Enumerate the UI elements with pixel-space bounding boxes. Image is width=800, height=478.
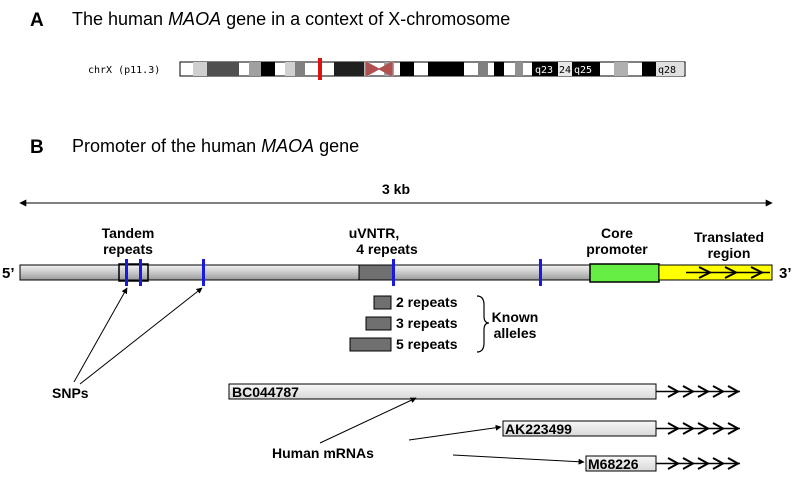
translated-region-label-line1: Translated — [694, 229, 764, 245]
uvntr-label-line2: 4 repeats — [356, 241, 418, 257]
snp-markers — [125, 259, 542, 286]
allele-3-repeats-label: 3 repeats — [396, 315, 458, 331]
chromosome-ideogram: q23 24 q25 q28 — [179, 58, 686, 80]
tandem-repeats-box — [118, 263, 149, 282]
human-mrnas-label: Human mRNAs — [272, 445, 374, 461]
uvntr-label-line1: uVNTR, — [349, 225, 400, 241]
allele-5-repeats-label: 5 repeats — [396, 336, 458, 352]
core-promoter-label-line1: Core — [601, 225, 633, 241]
five-prime-end-label: 5’ — [2, 265, 15, 282]
panel-b: B Promoter of the human MAOA gene 3 kb T… — [2, 136, 792, 472]
panel-a-letter: A — [30, 10, 44, 31]
centromere-shape — [365, 61, 393, 77]
allele-5-repeats-box — [349, 337, 392, 352]
mrna-bc044787: BC044787 — [228, 383, 741, 400]
known-alleles-label-line2: alleles — [494, 325, 537, 341]
snp-marker — [202, 259, 205, 286]
uvntr-box — [358, 264, 394, 281]
scale-label: 3 kb — [382, 181, 410, 197]
mrna-m68226: M68226 — [585, 455, 741, 472]
tandem-repeats-label-line2: repeats — [103, 241, 153, 257]
mrna-ak223499: AK223499 — [502, 420, 741, 437]
snp-marker — [539, 259, 542, 286]
translated-region-label-line2: region — [708, 245, 751, 261]
core-promoter-box — [589, 263, 660, 283]
snp-pointer-arrow — [73, 287, 128, 383]
mrna-pointer-arrow — [452, 454, 585, 465]
allele-3-repeats-box — [365, 316, 392, 331]
allele-2-repeats-label: 2 repeats — [396, 294, 458, 310]
known-alleles: 2 repeats 3 repeats 5 repeats Known alle… — [349, 294, 539, 353]
tandem-repeats-label-line1: Tandem — [102, 225, 155, 241]
panel-a: A The human MAOA gene in a context of X-… — [30, 9, 686, 80]
core-promoter-label-line2: promoter — [586, 241, 648, 257]
known-alleles-label-line1: Known — [492, 309, 539, 325]
snp-marker — [125, 259, 128, 286]
band-label-q25: q25 — [574, 65, 592, 76]
snp-marker — [392, 259, 395, 286]
snp-pointer-arrow — [79, 287, 203, 385]
panel-a-title: The human MAOA gene in a context of X-ch… — [72, 9, 510, 29]
maoa-location-marker — [318, 58, 322, 80]
mrna-label: BC044787 — [232, 384, 299, 400]
snp-marker — [139, 259, 142, 286]
mrna-label: M68226 — [588, 456, 639, 472]
mrna-label: AK223499 — [505, 421, 572, 437]
panel-b-title: Promoter of the human MAOA gene — [72, 136, 359, 156]
band-label-24: 24 — [559, 65, 571, 76]
mrna-pointer-arrow — [408, 424, 502, 441]
chromosome-label: chrX (p11.3) — [88, 65, 160, 76]
translated-region — [658, 264, 773, 281]
panel-b-letter: B — [30, 137, 44, 158]
band-label-q28: q28 — [658, 65, 676, 76]
allele-2-repeats-box — [373, 295, 392, 310]
alleles-brace — [476, 295, 490, 353]
mrna-pointer-arrow — [319, 397, 417, 444]
snps-label: SNPs — [52, 385, 89, 401]
band-label-q23: q23 — [535, 65, 553, 76]
three-prime-end-label: 3’ — [779, 265, 792, 282]
